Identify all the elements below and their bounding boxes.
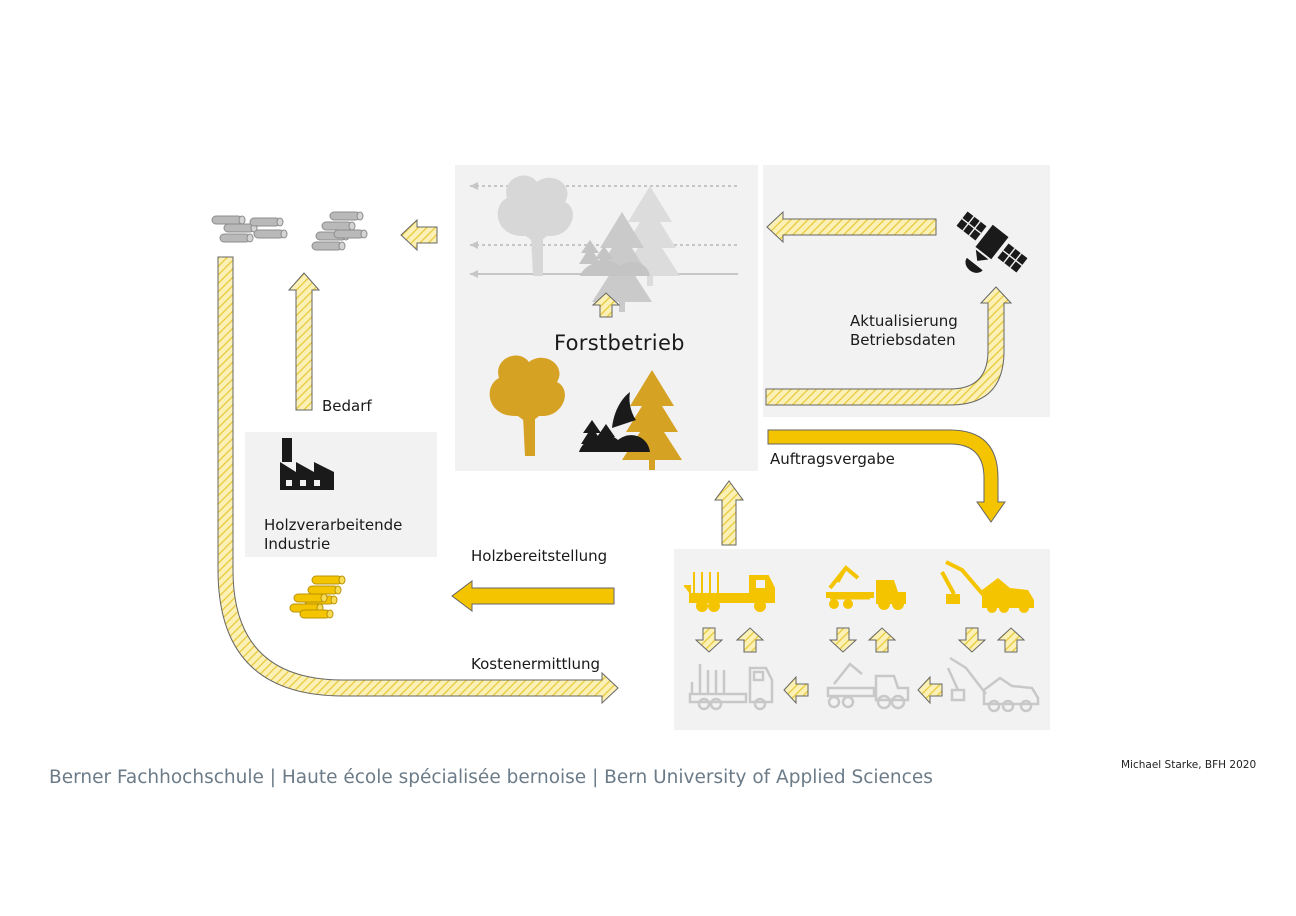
supply-label: Holzbereitstellung (471, 547, 608, 565)
satellite-panel (763, 165, 1050, 417)
industry-label-line1: Holzverarbeitende (264, 516, 403, 534)
satellite-icon (956, 211, 1028, 273)
forest-ghost-icon (470, 175, 738, 312)
data-arrow-left (766, 210, 937, 244)
demand-arrow (287, 272, 321, 411)
demand-label: Bedarf (322, 397, 372, 415)
industry-panel (245, 432, 437, 557)
forest-to-logs-arrow (400, 218, 438, 252)
harvester-icon (940, 560, 1034, 613)
industry-label-line2: Industrie (264, 535, 331, 553)
update-arrow (765, 286, 1013, 406)
factory-icon (280, 438, 334, 490)
log-pile-icon (289, 575, 346, 619)
forwarder-grey-icon (826, 662, 910, 710)
order-label: Auftragsvergabe (770, 450, 895, 468)
credit: Michael Starke, BFH 2020 (1121, 759, 1257, 771)
truck-grey-icon (688, 664, 774, 711)
center-title: Forstbetrieb (554, 331, 685, 355)
forest-icon (489, 355, 682, 470)
forwarder-icon (826, 565, 906, 610)
truck-icon (683, 571, 775, 612)
report-arrow (714, 480, 744, 546)
order-arrow (767, 429, 1006, 523)
update-label-line1: Aktualisierung (850, 312, 958, 330)
update-label-line2: Betriebsdaten (850, 331, 956, 349)
machinery-panel (674, 549, 1050, 730)
cost-label: Kostenermittlung (471, 655, 601, 673)
institution-footer: Berner Fachhochschule | Haute école spéc… (49, 767, 933, 788)
supply-arrow (451, 580, 615, 612)
log-pile-grey-icon (211, 211, 368, 251)
cost-arrow (217, 256, 619, 705)
harvester-grey-icon (946, 656, 1040, 713)
